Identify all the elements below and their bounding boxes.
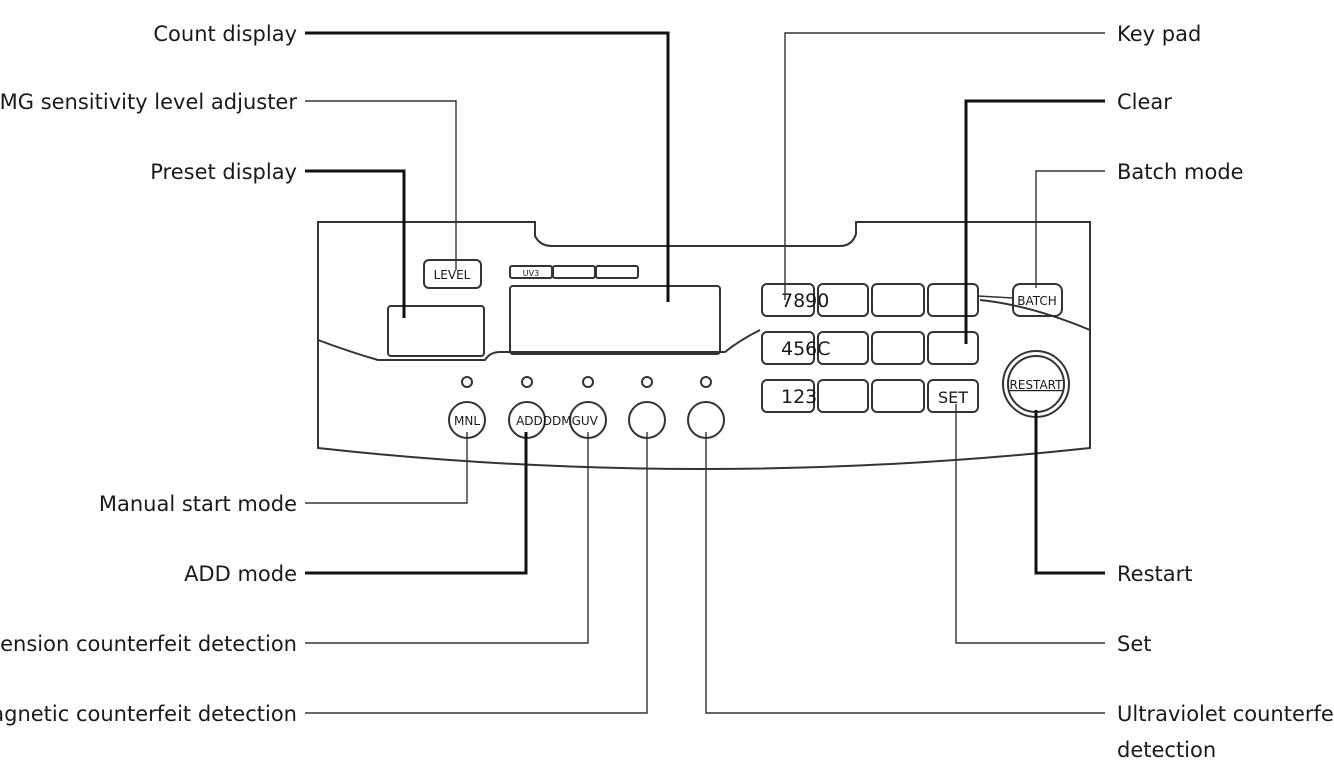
keypad-row1-label: 7890 (781, 290, 829, 312)
indicator-box-2 (552, 265, 596, 279)
label-magnetic-detection: Magnetic counterfeit detection (0, 702, 297, 726)
leader-key-pad (784, 32, 1105, 300)
label-preset-display: Preset display (150, 160, 297, 184)
mode-buttons-label: ADDDDMGUV (516, 414, 599, 428)
led-dd (582, 376, 594, 388)
preset-display (387, 305, 485, 357)
indicator-box-3 (595, 265, 639, 279)
key[interactable] (927, 283, 979, 317)
key[interactable] (817, 331, 869, 365)
label-restart: Restart (1117, 562, 1192, 586)
set-key[interactable] (927, 379, 979, 413)
label-count-display: Count display (153, 22, 297, 46)
label-dimension-detection: Dimension counterfeit detection (0, 632, 297, 656)
key[interactable] (817, 283, 869, 317)
label-key-pad: Key pad (1117, 22, 1201, 46)
panel-inner-contour-right (979, 299, 1091, 331)
leader-dimension (305, 432, 589, 644)
leader-add-mode (305, 432, 528, 575)
leader-magnetic (305, 432, 648, 714)
indicator-box-label: UV3 (523, 269, 539, 278)
batch-button-label: BATCH (1017, 294, 1057, 308)
key[interactable] (761, 331, 815, 365)
keypad-row2-label: 456C (781, 338, 831, 360)
key[interactable] (871, 379, 925, 413)
label-add-mode: ADD mode (184, 562, 297, 586)
led-uv (700, 376, 712, 388)
restart-button-label: RESTART (1010, 378, 1064, 392)
label-uv-detection-line1: Ultraviolet counterfeit (1117, 702, 1334, 726)
leader-preset-display (305, 169, 406, 318)
level-button-label: LEVEL (434, 268, 471, 282)
key[interactable] (817, 379, 869, 413)
clear-key[interactable] (927, 331, 979, 365)
batch-button[interactable] (1012, 283, 1063, 317)
panel-outline (317, 221, 1091, 470)
leader-count-display (305, 31, 670, 302)
label-batch-mode: Batch mode (1117, 160, 1244, 184)
label-uv-detection-line2: detection (1117, 738, 1216, 762)
label-clear: Clear (1117, 90, 1172, 114)
key[interactable] (761, 379, 815, 413)
led-mnl (461, 376, 473, 388)
leader-clear (964, 99, 1105, 344)
key-pad: 7890 456C 123 SET (761, 283, 979, 413)
panel-inner-contour (317, 329, 761, 361)
led-mg (641, 376, 653, 388)
key[interactable] (761, 283, 815, 317)
leader-ultraviolet (705, 432, 1105, 714)
led-add (521, 376, 533, 388)
key[interactable] (871, 331, 925, 365)
leader-set (955, 404, 1105, 644)
set-key-label: SET (938, 388, 968, 407)
leader-restart (1034, 410, 1105, 575)
leader-manual-start (305, 432, 468, 504)
level-button[interactable] (423, 259, 482, 289)
key[interactable] (871, 283, 925, 317)
batch-connector (977, 295, 1014, 299)
keypad-row3-label: 123 (781, 386, 817, 408)
mnl-button-label: MNL (454, 414, 480, 428)
count-display (509, 285, 721, 355)
leader-batch-mode (1035, 170, 1105, 288)
label-set: Set (1117, 632, 1151, 656)
leader-mg-level (305, 100, 457, 270)
label-manual-start: Manual start mode (99, 492, 297, 516)
label-mg-level-adjuster: MG sensitivity level adjuster (0, 90, 297, 114)
